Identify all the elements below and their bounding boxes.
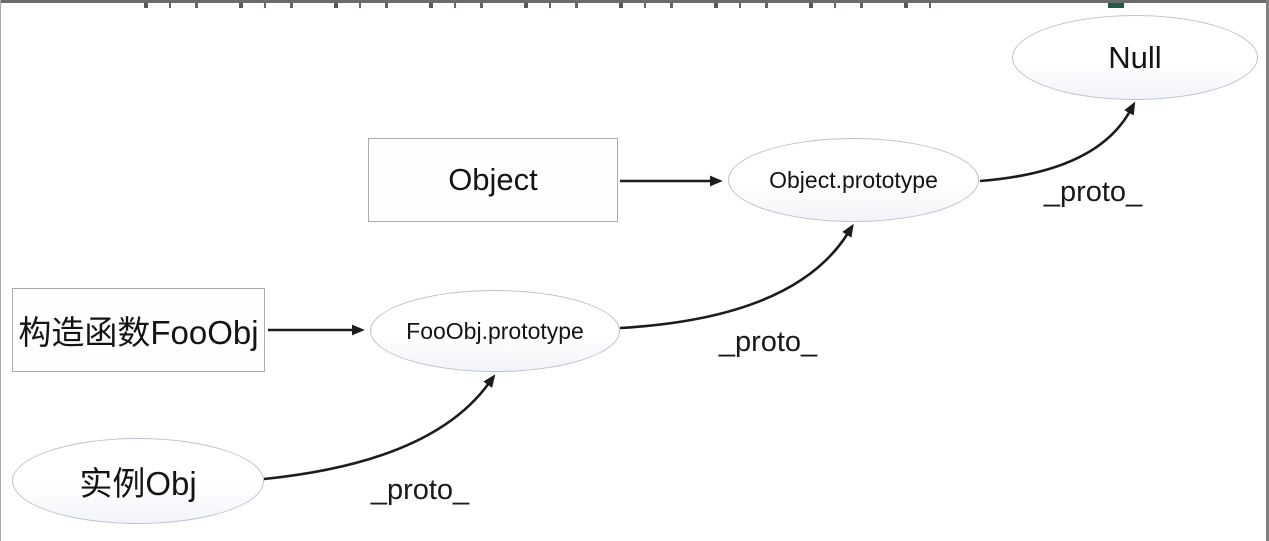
foo-prototype-label: FooObj.prototype [406, 317, 584, 344]
window-top-border [0, 0, 1269, 3]
instance-label: 实例Obj [79, 465, 197, 502]
arrow-instance-to-foo-prototype [263, 374, 496, 481]
window-right-border [1266, 0, 1269, 541]
proto-label-instance: _proto_ [370, 474, 470, 506]
object-box: Object [368, 138, 618, 222]
object-label: Object [448, 162, 538, 197]
arrow-object-prototype-to-null [979, 101, 1136, 183]
cropped-text-remnants [128, 3, 938, 8]
window-left-border [0, 0, 1, 541]
proto-label-object-prototype: _proto_ [1043, 176, 1143, 208]
null-label: Null [1108, 39, 1162, 75]
cropped-text-remnant-green [1108, 3, 1124, 8]
object-prototype-label: Object.prototype [769, 166, 938, 193]
instance-ellipse: 实例Obj [12, 438, 264, 524]
constructor-box: 构造函数FooObj [12, 288, 265, 372]
proto-label-foo-prototype: _proto_ [718, 326, 818, 358]
arrow-foo-prototype-to-object-prototype [619, 223, 854, 330]
constructor-label: 构造函数FooObj [18, 314, 259, 351]
null-ellipse: Null [1012, 15, 1258, 100]
object-prototype-ellipse: Object.prototype [728, 138, 979, 222]
foo-prototype-ellipse: FooObj.prototype [370, 290, 620, 372]
